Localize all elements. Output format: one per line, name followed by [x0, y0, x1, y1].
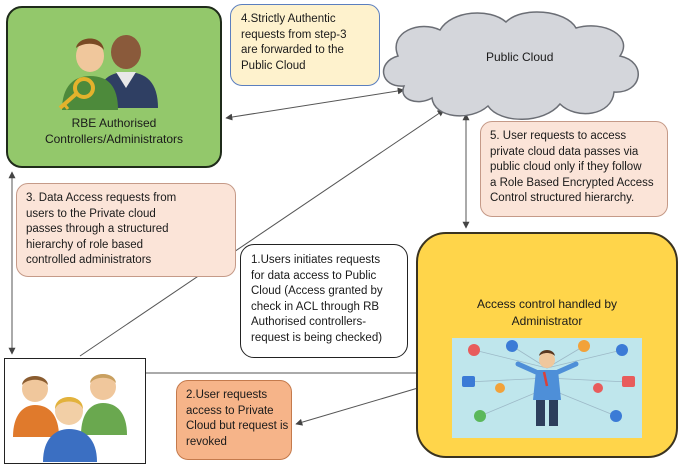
note-1-line: Cloud (Access granted by	[251, 285, 383, 297]
note-1-line: request is being checked)	[251, 331, 383, 344]
note-3-line: controlled administrators	[26, 254, 152, 266]
note-2-line: Cloud but request is	[186, 420, 289, 432]
arrow-admin-revoke	[295, 387, 419, 426]
note-2-line: 2.User requests	[186, 389, 268, 401]
note-4-line: are forwarded to the	[241, 44, 344, 56]
admin-label-line-2: Administrator	[511, 314, 583, 328]
note-2-line: revoked	[186, 435, 227, 448]
note-2-line: access to Private	[186, 404, 274, 417]
users-node	[4, 358, 146, 464]
note-1-line: Authorised controllers-	[251, 316, 367, 328]
rbe-label-line-2: Controllers/Administrators	[44, 132, 184, 146]
note-3-line: 3. Data Access requests from	[26, 192, 177, 204]
note-1-line: 1.Users initiates requests	[251, 254, 381, 266]
note-5-line: Control structured hierarchy.	[490, 192, 635, 204]
note-5-line: public cloud only if they follow	[490, 161, 642, 173]
arrow-users-cloud	[79, 109, 445, 357]
note-3-line: hierarchy of role based	[26, 238, 143, 251]
note-step-5: 5. User requests to access private cloud…	[480, 121, 668, 217]
cloud-icon	[382, 11, 639, 120]
note-5-line: private cloud data passes via	[490, 145, 639, 158]
note-3-line: users to the Private cloud	[26, 207, 156, 220]
note-step-4: 4.Strictly Authentic requests from step-…	[230, 4, 380, 86]
note-5-line: 5. User requests to access	[490, 130, 627, 142]
rbe-label-line-1: RBE Authorised	[71, 116, 157, 130]
note-step-2: 2.User requests access to Private Cloud …	[176, 380, 292, 460]
note-5-line: a Role Based Encrypted Access	[490, 176, 654, 189]
arrow-rbe-cloud	[225, 87, 405, 121]
note-1-line: check in ACL through RB	[251, 300, 380, 313]
note-4-line: requests from step-3	[241, 28, 347, 41]
admin-with-key-icon	[58, 35, 158, 110]
user-group-icon	[13, 374, 127, 462]
person-with-app-icons-illustration	[452, 338, 642, 438]
note-1-line: for data access to Public	[251, 269, 377, 282]
rbe-controllers-node: RBE Authorised Controllers/Administrator…	[6, 6, 222, 168]
note-step-3: 3. Data Access requests from users to th…	[16, 183, 236, 277]
note-4-line: 4.Strictly Authentic	[241, 13, 336, 25]
note-3-line: passes through a structured	[26, 223, 169, 235]
administrator-node: Access control handled by Administrator	[416, 232, 678, 458]
note-step-1: 1.Users initiates requests for data acce…	[240, 244, 408, 358]
admin-label-line-1: Access control handled by	[476, 297, 618, 311]
public-cloud-label: Public Cloud	[486, 50, 554, 64]
note-4-line: Public Cloud	[241, 59, 306, 72]
